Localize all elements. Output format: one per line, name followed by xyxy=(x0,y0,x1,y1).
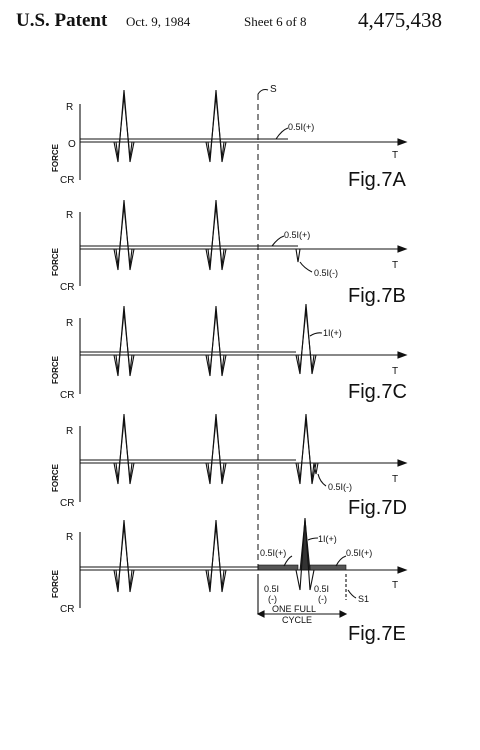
fig-7b-cr-label: CR xyxy=(60,282,74,293)
fig-7a-t-label: T xyxy=(392,150,398,161)
fig-7c-pulse-1 xyxy=(113,305,135,377)
patent-number: 4,475,438 xyxy=(358,8,442,32)
fig-7d-cr-label: CR xyxy=(60,498,74,509)
fig-7c-pulse-3-inner xyxy=(297,309,315,371)
fig-7c-label: Fig.7C xyxy=(348,381,407,403)
fig-7e-r-label: R xyxy=(66,532,73,543)
fig-7e-annotation-left-neg-sign: (-) xyxy=(268,594,277,604)
cycle-label-line1: ONE FULL xyxy=(272,604,316,614)
fig-7e-annotation-left-pos: 0.5I(+) xyxy=(260,548,286,558)
fig-7b-leader-pos xyxy=(271,235,285,247)
fig-7c-leader xyxy=(309,332,323,337)
fig-7d-r-label: R xyxy=(66,426,73,437)
fig-7d-leader xyxy=(317,473,327,487)
fig-7c-r-label: R xyxy=(66,318,73,329)
fig-7c-axis-arrow xyxy=(397,351,408,359)
fig-7c-panel xyxy=(79,303,408,394)
fig-7c-pulse-2 xyxy=(205,305,227,377)
fig-7a-pulse-2-inner xyxy=(207,95,225,159)
fig-7b-axis-arrow xyxy=(397,245,408,253)
fig-7a-force-label: FORCE xyxy=(51,143,60,172)
fig-7d-pulse-3-inner xyxy=(297,419,315,481)
s-label: S xyxy=(270,84,277,95)
fig-7d-half-neg-pulse xyxy=(313,462,319,475)
fig-7a-label: Fig.7A xyxy=(348,169,406,191)
fig-7d-pulse-2-inner xyxy=(207,419,225,481)
fig-7a-pulse-2 xyxy=(205,89,227,163)
fig-7b-half-neg-pulse xyxy=(295,248,301,263)
fig-7b-leader-neg xyxy=(299,261,313,273)
fig-7e-s1-leader xyxy=(347,589,357,599)
fig-7a-leader xyxy=(275,127,289,140)
fig-7a-zero-label: O xyxy=(68,139,76,150)
fig-7c-pulse-1-inner xyxy=(115,311,133,373)
fig-7a-cr-label: CR xyxy=(60,175,74,186)
patent-date: Oct. 9, 1984 xyxy=(126,14,191,29)
fig-7e-s1-label: S1 xyxy=(358,594,369,604)
fig-7b-pulse-2 xyxy=(205,199,227,271)
fig-7b-annotation-pos: 0.5I(+) xyxy=(284,230,310,240)
fig-7b-pulse-2-inner xyxy=(207,205,225,267)
fig-7a-annotation: 0.5I(+) xyxy=(288,122,314,132)
fig-7d-annotation: 0.5I(-) xyxy=(328,482,352,492)
fig-7e-annotation-right-neg-sign: (-) xyxy=(318,594,327,604)
fig-7d-force-label: FORCE xyxy=(51,463,60,492)
fig-7a-axis-arrow xyxy=(397,138,408,146)
fig-7d-pulse-3 xyxy=(295,413,317,485)
fig-7d-label: Fig.7D xyxy=(348,497,407,519)
fig-7b-r-label: R xyxy=(66,210,73,221)
sheet-number: Sheet 6 of 8 xyxy=(244,14,307,29)
fig-7a-r-label: R xyxy=(66,102,73,113)
fig-7b-panel xyxy=(79,199,408,286)
fig-7b-annotation-neg: 0.5I(-) xyxy=(314,268,338,278)
s-label-leader xyxy=(257,88,269,95)
fig-7d-pulse-1 xyxy=(113,413,135,485)
fig-7b-force-label: FORCE xyxy=(51,247,60,276)
fig-7e-annotation-full: 1I(+) xyxy=(318,534,337,544)
fig-7e-t-label: T xyxy=(392,580,398,591)
fig-7e-label: Fig.7E xyxy=(348,623,406,645)
fig-7b-t-label: T xyxy=(392,260,398,271)
fig-7e-annotation-left-neg: 0.5I xyxy=(264,584,279,594)
fig-7a-pulse-1-inner xyxy=(115,95,133,159)
fig-7c-force-label: FORCE xyxy=(51,355,60,384)
fig-7e-leader-full xyxy=(307,537,319,541)
fig-7c-pulse-2-inner xyxy=(207,311,225,373)
fig-7d-pulse-2 xyxy=(205,413,227,485)
fig-7e-axis-arrow xyxy=(397,566,408,574)
fig-7e-force-label: FORCE xyxy=(51,569,60,598)
fig-7e-leader-right-pos xyxy=(335,555,347,567)
fig-7e-pulse-1-inner xyxy=(115,525,133,589)
fig-7c-annotation: 1I(+) xyxy=(323,328,342,338)
fig-7e-pulse-1 xyxy=(113,519,135,593)
fig-7e-leader-left-pos xyxy=(283,555,293,567)
fig-7e-cycle-arrow-right xyxy=(339,610,348,618)
fig-7e-annotation-right-pos: 0.5I(+) xyxy=(346,548,372,558)
fig-7b-label: Fig.7B xyxy=(348,285,406,307)
fig-7c-pulse-3 xyxy=(295,303,317,375)
fig-7a-pulse-1 xyxy=(113,89,135,163)
fig-7e-annotation-right-neg: 0.5I xyxy=(314,584,329,594)
cycle-label-line2: CYCLE xyxy=(282,615,312,625)
fig-7d-t-label: T xyxy=(392,474,398,485)
fig-7e-pulse-3 xyxy=(295,517,315,591)
fig-7c-cr-label: CR xyxy=(60,390,74,401)
patent-title: U.S. Patent xyxy=(16,10,108,31)
fig-7a-panel xyxy=(79,89,408,180)
fig-7b-pulse-1-inner xyxy=(115,205,133,267)
fig-7e-pulse-2 xyxy=(205,519,227,593)
fig-7d-axis-arrow xyxy=(397,459,408,467)
fig-7d-panel xyxy=(79,413,408,502)
fig-7e-pulse-2-inner xyxy=(207,525,225,589)
fig-7c-t-label: T xyxy=(392,366,398,377)
fig-7d-pulse-1-inner xyxy=(115,419,133,481)
patent-header: U.S. Patent Oct. 9, 1984 Sheet 6 of 8 4,… xyxy=(0,8,480,38)
fig-7b-pulse-1 xyxy=(113,199,135,271)
fig-7e-cycle-arrow-left xyxy=(256,610,265,618)
fig-7e-hatched-region-right xyxy=(309,564,347,571)
fig-7e-panel xyxy=(79,517,408,618)
fig-7e-cr-label: CR xyxy=(60,604,74,615)
fig-7e-hatched-region-left xyxy=(257,564,299,571)
